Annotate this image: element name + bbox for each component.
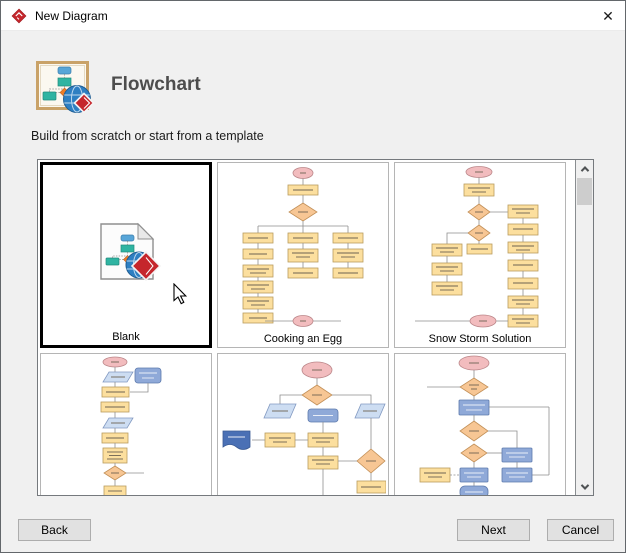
template-tile-cooking-an-egg[interactable]: Cooking an Egg — [217, 162, 389, 348]
template-tile-row2-3[interactable] — [394, 353, 566, 495]
blank-template-thumbnail — [100, 222, 162, 282]
template-tile-row2-1[interactable] — [40, 353, 212, 495]
template-label: Blank — [112, 331, 140, 343]
scroll-up-button[interactable] — [576, 160, 593, 177]
visual-paradigm-logo-icon — [11, 8, 27, 23]
template-label: Cooking an Egg — [263, 333, 343, 345]
template-thumbnail — [222, 361, 386, 495]
subtitle-text: Build from scratch or start from a templ… — [31, 129, 264, 143]
template-thumbnail — [100, 356, 162, 495]
cancel-button[interactable]: Cancel — [547, 519, 614, 541]
cooking-an-egg-thumbnail — [242, 167, 364, 327]
title-bar[interactable]: New Diagram ✕ — [1, 1, 625, 31]
mouse-cursor-icon — [173, 283, 188, 305]
scrollbar-track[interactable] — [576, 177, 593, 478]
back-button[interactable]: Back — [18, 519, 91, 541]
template-thumbnail — [419, 355, 550, 495]
scrollbar-thumb[interactable] — [577, 178, 592, 205]
page-title: Flowchart — [111, 74, 201, 95]
next-button[interactable]: Next — [457, 519, 530, 541]
chevron-down-icon — [580, 480, 589, 490]
flowchart-diagram-icon — [36, 61, 95, 114]
template-grid: Blank — [38, 160, 575, 495]
window-title: New Diagram — [35, 8, 108, 23]
template-tile-snow-storm-solution[interactable]: Snow Storm Solution — [394, 162, 566, 348]
snow-storm-solution-thumbnail — [415, 166, 539, 328]
template-label: Snow Storm Solution — [428, 333, 532, 345]
template-gallery: Blank — [37, 159, 594, 496]
template-tile-blank[interactable]: Blank — [40, 162, 212, 348]
template-tile-row2-2[interactable] — [217, 353, 389, 495]
scroll-down-button[interactable] — [576, 478, 593, 495]
close-button[interactable]: ✕ — [602, 7, 614, 24]
vertical-scrollbar[interactable] — [575, 160, 593, 495]
chevron-up-icon — [580, 165, 589, 175]
